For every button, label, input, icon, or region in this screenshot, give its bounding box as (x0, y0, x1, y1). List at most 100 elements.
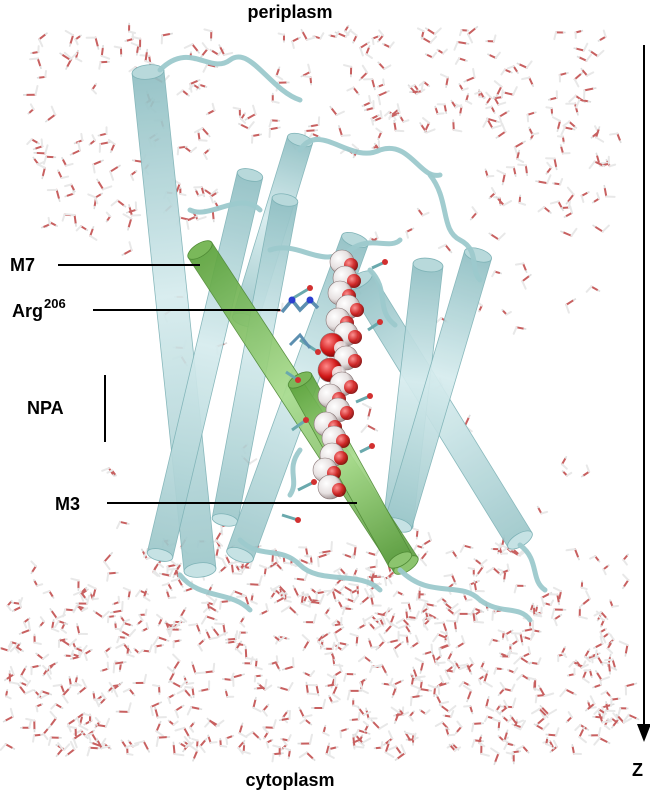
water-molecule (70, 577, 80, 591)
water-molecule (473, 580, 485, 593)
water-molecule (311, 698, 327, 710)
water-molecule (444, 726, 456, 737)
water-molecule (360, 424, 379, 433)
water-molecule (434, 654, 443, 667)
water-molecule (427, 684, 437, 697)
water-molecule (318, 541, 333, 554)
water-molecule (584, 648, 592, 663)
water-molecule (85, 36, 100, 50)
water-molecule (528, 126, 540, 136)
water-molecule (604, 658, 617, 671)
water-molecule (372, 663, 389, 677)
water-molecule (421, 531, 432, 547)
water-molecule (565, 548, 581, 561)
water-molecule (563, 205, 574, 219)
water-molecule (194, 127, 211, 138)
water-molecule (0, 743, 16, 751)
water-molecule (495, 195, 513, 207)
water-molecule (562, 120, 578, 129)
water-molecule (116, 636, 128, 644)
water-molecule (343, 24, 350, 36)
water-molecule (328, 746, 339, 757)
water-molecule (92, 609, 110, 619)
water-molecule (232, 673, 245, 687)
water-molecule (589, 555, 601, 563)
side-chain (285, 370, 301, 383)
water-molecule (397, 624, 412, 635)
water-molecule (517, 163, 529, 177)
water-molecule (370, 719, 389, 730)
water-molecule (38, 616, 46, 628)
water-molecule (443, 573, 457, 585)
water-molecule (36, 690, 53, 699)
water-molecule (453, 660, 468, 671)
water-molecule (9, 645, 25, 653)
water-molecule (235, 640, 243, 655)
water-molecule (516, 149, 525, 164)
water-molecule (19, 679, 32, 687)
water-molecule (553, 31, 566, 41)
water-molecule (485, 34, 497, 43)
water-molecule (573, 42, 589, 52)
water-molecule (459, 544, 474, 553)
water-molecule (370, 594, 382, 607)
water-molecule (112, 661, 127, 674)
water-molecule (545, 736, 553, 747)
water-molecule (412, 544, 425, 552)
water-molecule (602, 632, 610, 644)
water-molecule (602, 564, 610, 576)
water-molecule (270, 585, 288, 596)
water-molecule (597, 29, 607, 43)
water-molecule (352, 729, 371, 739)
water-molecule (47, 736, 62, 747)
water-molecule (335, 641, 349, 651)
water-molecule (603, 184, 616, 198)
water-molecule (91, 82, 98, 95)
side-chain (359, 443, 375, 454)
water-molecule (8, 670, 20, 685)
water-molecule (404, 731, 415, 746)
water-molecule (606, 640, 614, 654)
water-molecule (221, 672, 235, 681)
water-molecule (153, 706, 167, 719)
water-molecule (535, 174, 552, 185)
water-molecule (252, 696, 262, 713)
water-molecule (332, 616, 343, 627)
water-molecule (583, 87, 597, 101)
water-molecule (582, 669, 590, 684)
water-molecule (297, 733, 313, 745)
water-molecule (164, 620, 176, 630)
water-molecule (281, 657, 295, 671)
water-molecule (588, 160, 606, 170)
water-molecule (48, 661, 59, 675)
water-molecule (240, 112, 247, 124)
water-molecule (473, 557, 488, 566)
water-molecule (106, 469, 118, 477)
water-molecule (333, 626, 345, 642)
water-molecule (518, 194, 527, 206)
water-molecule (487, 51, 501, 59)
water-molecule (530, 629, 542, 637)
arg206-label: Arg206 (12, 296, 66, 322)
water-molecule (254, 658, 263, 671)
water-molecule (500, 68, 513, 76)
water-molecule (549, 200, 565, 212)
water-molecule (503, 742, 516, 751)
water-molecule (592, 224, 610, 233)
water-molecule (513, 140, 527, 157)
water-molecule (69, 141, 81, 156)
water-molecule (491, 270, 503, 278)
water-molecule (458, 83, 469, 91)
water-molecule (488, 187, 496, 200)
water-molecule (609, 599, 620, 608)
water-molecule (439, 73, 449, 88)
water-molecule (115, 520, 130, 530)
water-molecule (406, 610, 420, 620)
water-molecule (485, 567, 502, 576)
water-molecule (74, 34, 83, 46)
water-molecule (176, 89, 191, 97)
water-molecule (204, 628, 219, 640)
water-molecule (469, 206, 478, 221)
water-molecule (329, 105, 345, 116)
water-molecule (621, 573, 630, 590)
